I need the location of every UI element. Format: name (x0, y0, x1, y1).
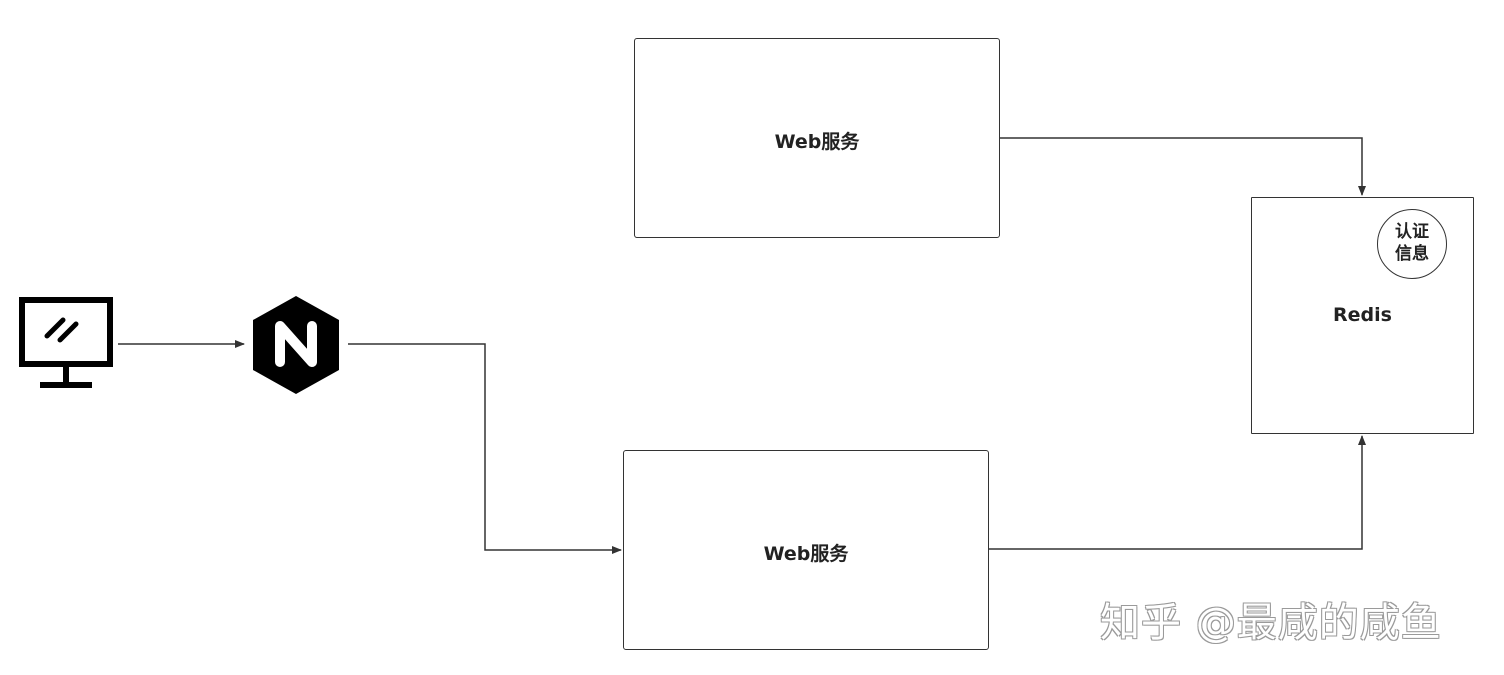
node-label: Web服务 (763, 543, 849, 565)
edge-nginx-to-web-bottom (348, 343, 622, 554)
node-label: Redis (1333, 304, 1392, 326)
computer-monitor-icon (19, 297, 113, 388)
auth-info-node: 认证 信息 (1377, 209, 1447, 279)
web-service-node-top: Web服务 (634, 38, 1000, 238)
web-service-node-bottom: Web服务 (623, 450, 989, 650)
edge-web-top-to-redis (1000, 137, 1366, 196)
node-label: Web服务 (774, 131, 860, 153)
auth-info-label: 认证 信息 (1395, 222, 1429, 264)
nginx-logo-icon (253, 296, 339, 394)
redis-node: Redis (1251, 197, 1474, 434)
edge-web-bottom-to-redis (989, 435, 1366, 550)
watermark: 知乎 @最咸的咸鱼 (1100, 600, 1442, 646)
